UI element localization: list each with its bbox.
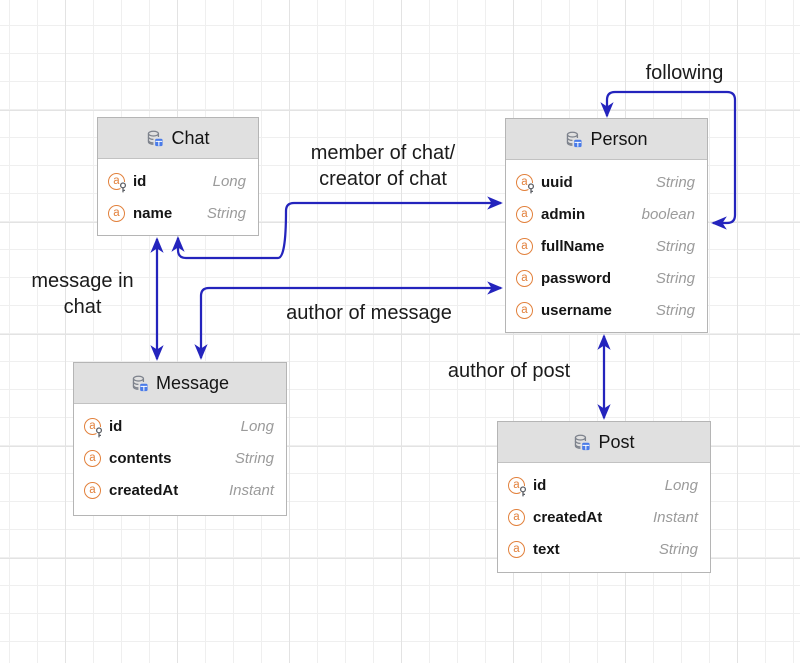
entity-title: Post xyxy=(598,431,635,452)
database-table-icon xyxy=(565,131,583,148)
entity-chat-header[interactable]: Chat xyxy=(98,118,258,159)
relationship-label-member-of-chat: member of chat/ creator of chat xyxy=(310,142,456,191)
field-row-post-createdat[interactable]: a createdAt Instant xyxy=(498,501,710,533)
field-name: contents xyxy=(109,449,172,467)
field-name: fullName xyxy=(541,237,605,255)
field-row-message-contents[interactable]: a contents String xyxy=(74,442,286,474)
database-table-icon xyxy=(573,434,591,451)
attribute-icon: a xyxy=(516,205,533,223)
field-name: id xyxy=(533,476,547,494)
field-row-person-uuid[interactable]: a uuid String xyxy=(506,166,707,198)
field-name: password xyxy=(541,269,612,287)
relationship-label-following: following xyxy=(645,62,724,84)
field-type: Long xyxy=(240,417,274,435)
field-name: uuid xyxy=(541,173,573,191)
entity-person[interactable]: Person a uuid String a admin boolean xyxy=(505,118,708,333)
entity-post-header[interactable]: Post xyxy=(498,422,710,463)
field-row-person-password[interactable]: a password String xyxy=(506,262,707,294)
field-name: createdAt xyxy=(533,508,603,526)
relationship-label-author-of-post: author of post xyxy=(447,360,571,382)
field-row-chat-name[interactable]: a name String xyxy=(98,197,258,229)
entity-title: Message xyxy=(155,372,230,393)
relationship-label-message-in-chat: message in chat xyxy=(31,270,134,319)
field-type: String xyxy=(658,540,698,558)
attribute-icon: a xyxy=(508,508,525,526)
database-table-icon xyxy=(146,130,164,147)
primary-key-attribute-icon: a xyxy=(508,476,528,496)
attribute-icon: a xyxy=(516,269,533,287)
attribute-icon: a xyxy=(84,449,101,467)
field-type: String xyxy=(234,449,274,467)
field-type: String xyxy=(655,301,695,319)
field-name: id xyxy=(133,172,147,190)
field-type: String xyxy=(206,204,246,222)
field-type: String xyxy=(655,269,695,287)
field-type: Instant xyxy=(652,508,698,526)
field-row-person-fullname[interactable]: a fullName String xyxy=(506,230,707,262)
field-row-post-text[interactable]: a text String xyxy=(498,533,710,565)
primary-key-attribute-icon: a xyxy=(84,417,104,437)
field-name: username xyxy=(541,301,612,319)
field-type: boolean xyxy=(641,205,695,223)
entity-message[interactable]: Message a id Long a contents String xyxy=(73,362,287,516)
entity-post[interactable]: Post a id Long a createdAt Instant xyxy=(497,421,711,573)
field-type: String xyxy=(655,173,695,191)
field-type: Long xyxy=(664,476,698,494)
field-row-message-createdat[interactable]: a createdAt Instant xyxy=(74,474,286,506)
field-type: Instant xyxy=(228,481,274,499)
field-row-person-admin[interactable]: a admin boolean xyxy=(506,198,707,230)
field-name: text xyxy=(533,540,560,558)
entity-person-header[interactable]: Person xyxy=(506,119,707,160)
field-row-person-username[interactable]: a username String xyxy=(506,294,707,326)
field-name: id xyxy=(109,417,123,435)
attribute-icon: a xyxy=(108,204,125,222)
entity-chat[interactable]: Chat a id Long a name String xyxy=(97,117,259,236)
field-type: String xyxy=(655,237,695,255)
primary-key-attribute-icon: a xyxy=(516,173,536,193)
field-name: admin xyxy=(541,205,586,223)
relationship-label-author-of-message: author of message xyxy=(286,302,452,324)
field-row-post-id[interactable]: a id Long xyxy=(498,469,710,501)
field-row-message-id[interactable]: a id Long xyxy=(74,410,286,442)
attribute-icon: a xyxy=(516,301,533,319)
entity-title: Chat xyxy=(171,127,210,148)
attribute-icon: a xyxy=(516,237,533,255)
entity-title: Person xyxy=(590,128,648,149)
entity-message-header[interactable]: Message xyxy=(74,363,286,404)
attribute-icon: a xyxy=(84,481,101,499)
field-type: Long xyxy=(212,172,246,190)
field-name: name xyxy=(133,204,173,222)
primary-key-attribute-icon: a xyxy=(108,172,128,192)
field-row-chat-id[interactable]: a id Long xyxy=(98,165,258,197)
field-name: createdAt xyxy=(109,481,179,499)
database-table-icon xyxy=(131,375,148,392)
attribute-icon: a xyxy=(508,540,525,558)
